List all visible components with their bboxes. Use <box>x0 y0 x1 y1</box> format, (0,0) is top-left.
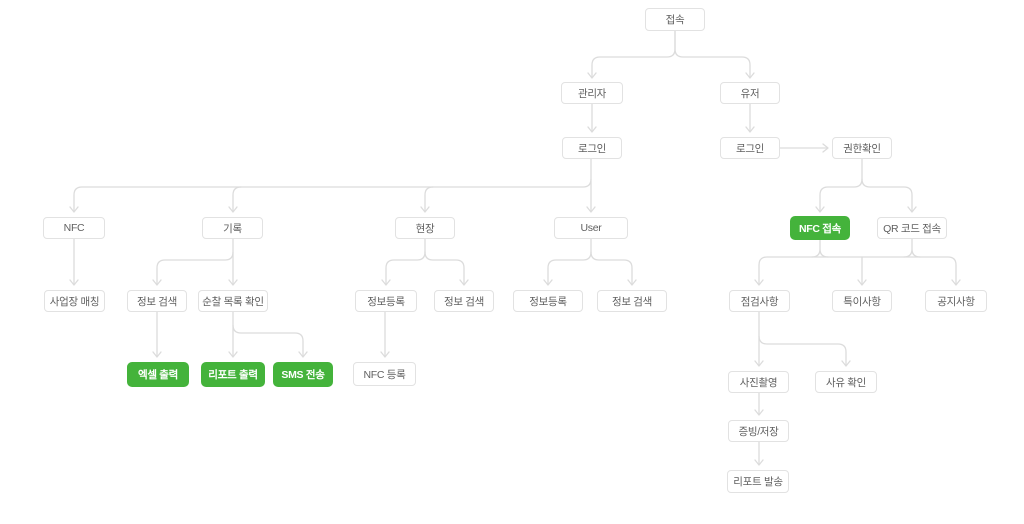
node-access: 접속 <box>645 8 705 31</box>
node-site: 현장 <box>395 217 455 239</box>
edge-photo-evidence <box>754 392 764 416</box>
edge-record-patrol <box>228 238 238 286</box>
edge-login-nfc <box>69 178 592 213</box>
node-user-mgmt: User <box>554 217 628 239</box>
node-reason-check: 사유 확인 <box>815 371 877 393</box>
node-evidence-save: 증빙/저장 <box>728 420 789 442</box>
edge-usermgmt-inforeg <box>543 251 592 286</box>
node-patrol-list-check: 순찰 목록 확인 <box>198 290 268 312</box>
edge-qraccess-rail <box>903 238 921 258</box>
node-nfc: NFC <box>43 217 105 239</box>
edge-access-admin <box>587 30 676 79</box>
edge-patrol-sms <box>232 324 308 358</box>
node-report-send: 리포트 발송 <box>727 470 789 493</box>
edge-user-login <box>745 103 755 133</box>
edge-infosearch-excel <box>152 311 162 358</box>
node-photo-capture: 사진촬영 <box>728 371 789 393</box>
node-special-items: 특이사항 <box>832 290 892 312</box>
node-info-search-record: 정보 검색 <box>127 290 187 312</box>
edge-access-rail <box>754 256 961 286</box>
edge-patrol-report <box>228 311 238 358</box>
edge-record-infosearch <box>152 251 234 286</box>
edge-inspection-reason <box>758 335 851 367</box>
node-workplace-matching: 사업장 매칭 <box>44 290 105 312</box>
edge-site-infosearch <box>424 251 469 286</box>
node-inspection-items: 점검사항 <box>729 290 790 312</box>
edge-usermgmt-infosearch <box>590 251 637 286</box>
edge-login-record <box>228 186 242 213</box>
node-user: 유저 <box>720 82 780 104</box>
edge-rail-special <box>857 256 867 286</box>
node-qr-access: QR 코드 접속 <box>877 217 947 239</box>
edge-admin-login <box>587 103 597 133</box>
node-record: 기록 <box>202 217 263 239</box>
node-nfc-access: NFC 접속 <box>790 216 850 240</box>
edge-access-user <box>674 30 755 79</box>
node-report-export: 리포트 출력 <box>201 362 265 387</box>
node-admin-login: 로그인 <box>562 137 622 159</box>
node-info-search-site: 정보 검색 <box>434 290 494 312</box>
node-excel-export: 엑셀 출력 <box>127 362 189 387</box>
edge-nfcaccess-rail <box>811 239 829 258</box>
edge-inforeg-nfcregister <box>380 311 390 358</box>
node-auth-check: 권한확인 <box>832 137 892 159</box>
node-notice-items: 공지사항 <box>925 290 987 312</box>
edge-login-authcheck <box>779 143 829 153</box>
edge-evidence-reportsend <box>754 441 764 466</box>
node-info-register-user: 정보등록 <box>513 290 583 312</box>
node-nfc-register: NFC 등록 <box>353 362 416 386</box>
node-admin: 관리자 <box>561 82 623 104</box>
edge-login-usermgmt <box>586 158 596 213</box>
edge-site-inforeg <box>381 251 426 286</box>
node-user-login: 로그인 <box>720 137 780 159</box>
edge-nfc-workplace <box>69 238 79 286</box>
edge-login-site <box>420 186 434 213</box>
node-info-register-site: 정보등록 <box>355 290 417 312</box>
edge-authcheck-qraccess <box>861 178 917 213</box>
edge-authcheck-nfcaccess <box>815 178 863 213</box>
node-sms-send: SMS 전송 <box>273 362 333 387</box>
node-info-search-user: 정보 검색 <box>597 290 667 312</box>
